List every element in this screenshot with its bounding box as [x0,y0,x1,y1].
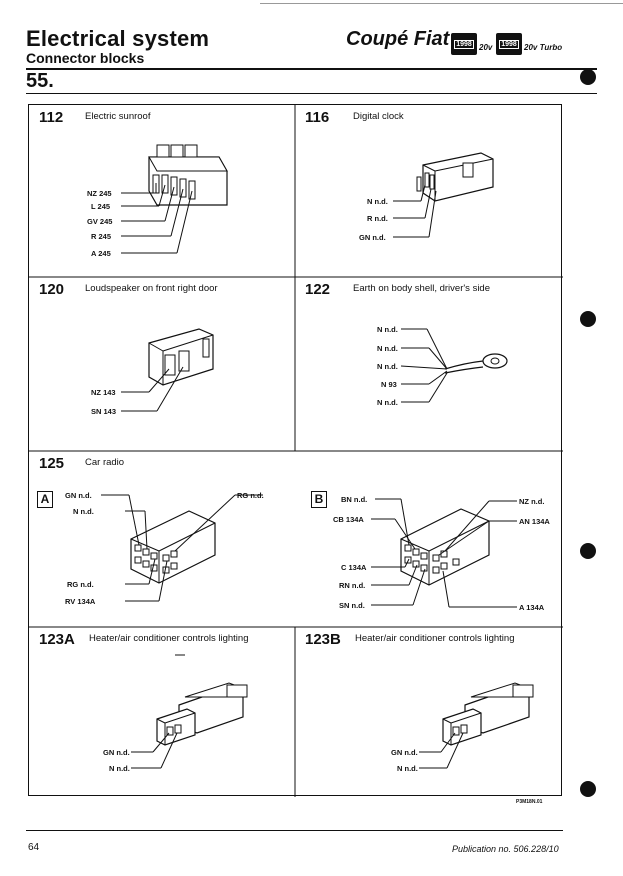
section-number: 55. [26,70,54,92]
wire-label: N n.d. [377,344,398,353]
page-subtitle: Connector blocks [26,50,145,66]
wire-label: GN n.d. [65,491,92,500]
sunroof-connector-drawing [121,144,228,254]
wire-label: NZ n.d. [519,497,545,506]
connector-title: Heater/air conditioner controls lighting [89,633,249,644]
connector-number: 125 [39,455,65,472]
variant-b-marker: B [311,491,327,508]
cell-122: 122 Earth on body shell, driver's side N… [295,277,563,451]
wire-label: N n.d. [73,507,94,516]
binder-hole [580,543,596,559]
wire-label: GV 245 [87,217,113,226]
wire-label: R n.d. [367,214,388,223]
drawing-code: P3M18N.01 [516,799,543,805]
wire-label: RG n.d. [67,580,94,589]
cell-116: 116 Digital clock N n.d. R n.d. GN n.d. [295,105,563,277]
year-badge-1: 1998 [451,33,477,55]
heater-a-connector-drawing [131,654,248,769]
year-badge-2: 1998 [496,33,522,55]
wire-label: N 93 [381,380,397,389]
page-number: 64 [28,842,40,853]
connector-number: 123B [305,631,341,648]
wire-label: C 134A [341,563,367,572]
wire-label: RN n.d. [339,581,366,590]
footer-rule [26,830,563,831]
variant-a-marker: A [37,491,53,508]
connector-number: 112 [39,109,64,126]
wire-label: SN 143 [91,407,117,416]
top-edge-line [260,3,623,4]
connector-title: Digital clock [353,111,404,122]
connector-title: Loudspeaker on front right door [85,283,218,294]
wire-label: AN 134A [519,517,550,526]
connector-number: 116 [305,109,330,126]
wire-label: R 245 [91,232,112,241]
radio-connector-drawing [101,494,517,608]
wire-label: BN n.d. [341,495,368,504]
wire-label: N n.d. [377,398,398,407]
header-rule [26,68,597,70]
wire-label: N n.d. [397,764,418,773]
wire-label: N n.d. [367,197,388,206]
wire-label: GN n.d. [103,748,130,757]
binder-hole [580,69,596,85]
connector-number: 123A [39,631,75,648]
binder-hole [580,781,596,797]
cell-125: 125 Car radio A B [29,451,563,627]
wire-label: N n.d. [377,362,398,371]
wire-label: CB 134A [333,515,364,524]
grid-lines [29,105,563,797]
publication-number: Publication no. 506.228/10 [452,844,559,854]
wire-label: N n.d. [109,764,130,773]
earth-point-drawing [400,328,508,403]
variant-tag-2: 20v Turbo [524,43,563,52]
cell-112: 112 Electric sunroof NZ 245 L 245 GV 245… [29,105,295,277]
connector-number: 122 [305,281,331,298]
heater-b-connector-drawing [419,682,534,769]
binder-hole [580,311,596,327]
variant-tag-1: 20v [479,43,493,52]
wire-label: RV 134A [65,597,96,606]
connector-title: Electric sunroof [85,111,151,122]
cell-123a: 123A Heater/air conditioner controls lig… [29,627,295,797]
connector-grid: 112 Electric sunroof NZ 245 L 245 GV 245… [28,104,563,797]
page-title: Electrical system [26,26,210,51]
wire-label: N n.d. [377,325,398,334]
wire-label: A 245 [91,249,111,258]
wire-label: A 134A [519,603,545,612]
clock-connector-drawing [393,152,494,238]
wire-label: GN n.d. [359,233,386,242]
connector-title: Car radio [85,457,125,468]
wire-label: GN n.d. [391,748,418,757]
cell-123b: 123B Heater/air conditioner controls lig… [295,627,563,797]
cell-120: 120 Loudspeaker on front right door NZ 1… [29,277,295,451]
wire-label: NZ 245 [87,189,112,198]
wire-label: RG n.d. [237,491,264,500]
wire-label: SN n.d. [339,601,365,610]
wire-label: L 245 [91,202,111,211]
wire-label: NZ 143 [91,388,116,397]
connector-title: Earth on body shell, driver's side [353,283,490,294]
connector-title: Heater/air conditioner controls lighting [355,633,515,644]
brand-name: Coupé Fiat [346,28,450,50]
speaker-connector-drawing [121,328,214,412]
connector-number: 120 [39,281,65,298]
section-rule [26,93,597,94]
